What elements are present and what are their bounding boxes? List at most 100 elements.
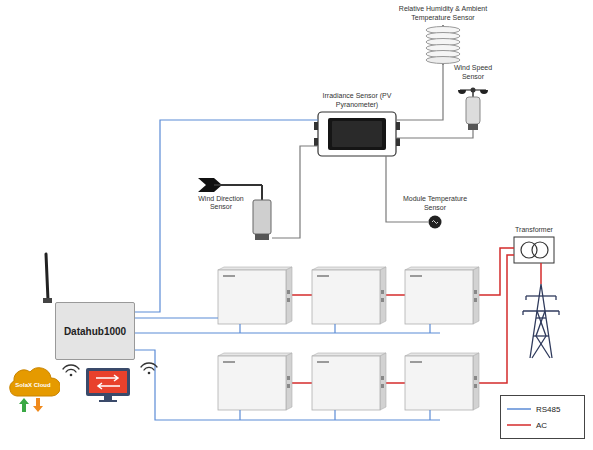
shape-use	[218, 267, 292, 324]
monitor-icon	[86, 368, 130, 402]
shape-path	[19, 398, 29, 412]
shape-polyline	[479, 255, 514, 383]
transmission-tower	[523, 284, 559, 358]
pyranometer-icon	[314, 112, 400, 156]
shape-rect	[466, 97, 480, 124]
shape-line	[526, 295, 556, 296]
shape-rect	[328, 118, 386, 150]
shape-polyline	[135, 350, 440, 420]
rs485-wires	[135, 318, 440, 420]
shape-use	[218, 353, 292, 410]
sensor-node: Relative Humidity & Ambient Temperature …	[425, 25, 461, 65]
legend-line	[507, 408, 531, 410]
shape-line	[429, 324, 430, 333]
shape-use	[405, 267, 479, 324]
wind-vane-icon	[198, 178, 271, 240]
shape-path	[458, 90, 466, 94]
shape-polyline	[532, 311, 546, 358]
shape-line	[135, 317, 218, 318]
transformer-icon	[514, 237, 554, 263]
node-label: SolaX Cloud	[15, 382, 50, 388]
legend-row: AC	[507, 417, 578, 433]
shape-line	[386, 382, 405, 384]
node-label: Datahub1000	[64, 326, 126, 337]
shape-circle	[429, 216, 442, 229]
shape-rect	[99, 400, 117, 402]
sensor-cable	[386, 156, 428, 222]
shape-line	[334, 324, 335, 333]
shape-rect	[332, 121, 382, 147]
humidity-sensor-icon	[426, 25, 460, 65]
shape-path	[33, 398, 43, 412]
shape-line	[536, 317, 546, 318]
legend-line-sample	[507, 406, 531, 412]
sensor-node: Wind Speed Sensor	[458, 84, 488, 130]
anemometer-icon	[458, 88, 488, 131]
transformer-node: Transformer	[514, 237, 554, 263]
shape-line	[292, 382, 312, 384]
shape-line	[292, 294, 312, 296]
shape-path	[144, 367, 154, 370]
shape-path	[480, 90, 488, 94]
sensor-label: Wind Speed Sensor	[450, 64, 496, 81]
inverters	[218, 267, 479, 410]
sensor-label: Relative Humidity & Ambient Temperature …	[395, 5, 491, 22]
module-temperature-icon	[429, 216, 442, 229]
shape-path	[141, 363, 157, 367]
shape-line	[472, 92, 474, 97]
shape-rect	[514, 237, 554, 263]
sensor-cable	[135, 120, 318, 312]
sensor-label: Transformer	[504, 226, 564, 234]
shape-rect	[104, 396, 112, 400]
sensor-node: Wind Direction Sensor	[196, 176, 272, 242]
shape-circle	[148, 372, 151, 375]
datahub-box: Datahub1000	[55, 302, 135, 360]
shape-line	[540, 263, 542, 284]
sensor-node: Module Temperature Sensor	[428, 215, 442, 229]
legend-box: RS485AC	[500, 395, 585, 439]
legend-line-sample	[507, 422, 531, 428]
sensor-node: Irradiance Sensor (PV Pyranometer)	[318, 112, 396, 156]
shape-circle	[471, 88, 476, 93]
shape-rect	[468, 124, 478, 130]
shape-circle	[532, 242, 548, 258]
shape-ellipse	[426, 57, 460, 64]
shape-rect	[86, 368, 130, 396]
shape-use	[312, 353, 386, 410]
shape-path	[98, 383, 120, 389]
shape-line	[522, 311, 523, 315]
sensor-cable	[272, 146, 318, 238]
shape-use	[312, 267, 386, 324]
shape-line	[214, 184, 262, 186]
sensor-label: Wind Direction Sensor	[192, 195, 250, 212]
shape-line	[523, 310, 559, 311]
legend-line	[507, 424, 531, 426]
shape-line	[334, 410, 335, 420]
shape-rect	[253, 200, 271, 234]
shape-line	[386, 294, 405, 296]
sensor-label: Module Temperature Sensor	[398, 195, 472, 212]
shape-rect	[255, 234, 269, 240]
legend-text: AC	[536, 421, 547, 430]
shape-path	[66, 369, 76, 372]
shape-rect	[89, 371, 127, 393]
antenna	[43, 254, 52, 303]
shape-line	[239, 324, 240, 333]
shape-line	[135, 332, 440, 333]
cloud-node: SolaX Cloud	[6, 366, 60, 398]
shape-polyline	[530, 284, 552, 358]
shape-path	[96, 375, 118, 381]
sensor-label: Irradiance Sensor (PV Pyranometer)	[320, 92, 394, 109]
cloud-outline	[10, 368, 60, 396]
shape-path	[432, 221, 438, 224]
shape-line	[261, 185, 263, 200]
shape-circle	[70, 374, 73, 377]
shape-line	[525, 296, 526, 300]
shape-rect	[43, 298, 52, 303]
cloud-arrows	[19, 398, 43, 412]
shape-line	[558, 311, 559, 315]
shape-path	[63, 365, 79, 369]
